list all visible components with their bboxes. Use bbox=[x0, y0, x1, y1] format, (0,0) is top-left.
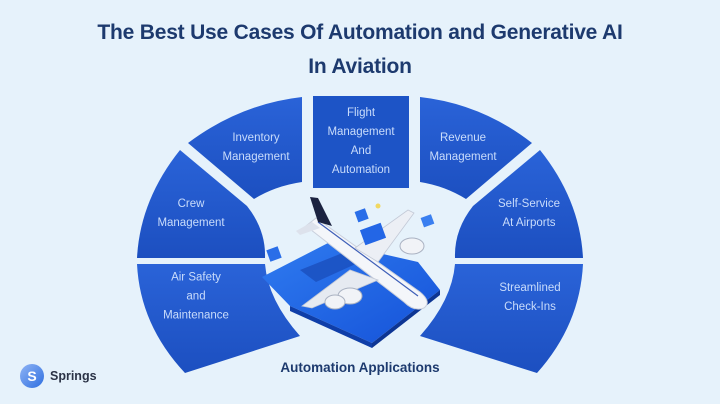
segment-label-self-service: Self-Service At Airports bbox=[498, 195, 560, 233]
segment-flight bbox=[313, 96, 409, 188]
label-line: Management bbox=[222, 151, 290, 163]
segment-inventory bbox=[188, 97, 302, 199]
segment-label-inventory: Inventory Management bbox=[222, 129, 289, 167]
label-line: At Airports bbox=[502, 217, 556, 229]
label-line: Revenue bbox=[439, 132, 487, 144]
segment-label-flight: Flight Management And Automation bbox=[327, 104, 394, 180]
label-line: Management bbox=[157, 217, 225, 229]
label-line: and bbox=[186, 290, 206, 303]
label-line: And bbox=[350, 145, 372, 157]
segment-check-ins bbox=[420, 264, 583, 373]
label-line: Management bbox=[429, 151, 497, 163]
label-line: Check-Ins bbox=[504, 301, 556, 313]
label-line: Air Safety bbox=[171, 271, 221, 284]
segment-label-check-ins: Streamlined Check-Ins bbox=[499, 279, 560, 317]
segment-label-crew: Crew Management bbox=[157, 195, 224, 233]
label-line: Inventory bbox=[232, 132, 280, 144]
center-label: Automation Applications bbox=[280, 360, 440, 375]
label-line: Maintenance bbox=[163, 309, 229, 322]
springs-logo-icon: S bbox=[20, 364, 44, 388]
label-line: Flight bbox=[346, 107, 376, 119]
brand: S Springs bbox=[20, 364, 97, 388]
label-line: Crew bbox=[177, 198, 205, 210]
airplane-illustration-icon bbox=[262, 197, 440, 348]
segment-label-revenue: Revenue Management bbox=[429, 129, 496, 167]
label-line: Automation bbox=[331, 164, 391, 176]
label-line: Management bbox=[327, 126, 395, 138]
brand-name: Springs bbox=[50, 369, 97, 383]
title-line-2: In Aviation bbox=[308, 55, 412, 78]
segment-revenue bbox=[420, 97, 532, 199]
segment-self-service bbox=[454, 150, 583, 258]
label-line: Self-Service bbox=[498, 198, 560, 210]
segment-label-air-safety: Air Safety and Maintenance bbox=[163, 269, 229, 326]
title-line-1: The Best Use Cases Of Automation and Gen… bbox=[97, 21, 623, 44]
segment-crew bbox=[137, 150, 266, 258]
segment-air-safety bbox=[137, 264, 300, 373]
page-title: The Best Use Cases Of Automation and Gen… bbox=[0, 16, 720, 84]
label-line: Streamlined bbox=[499, 282, 561, 294]
